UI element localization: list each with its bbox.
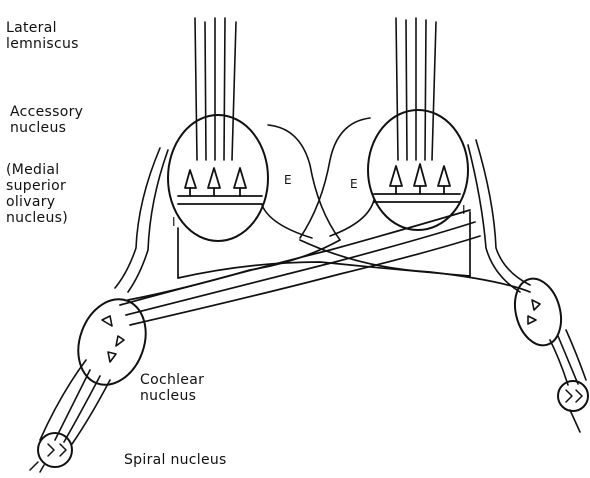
label-accessory-nucleus-line-2: nucleus xyxy=(10,120,83,136)
left-excitatory-marker: E xyxy=(284,173,292,187)
left-nucleus-envelope xyxy=(115,125,340,292)
right-excitatory-marker: E xyxy=(350,177,358,191)
right-spiral-nucleus xyxy=(558,381,588,411)
right-spiral-neurons xyxy=(566,390,582,402)
label-msol-line-4: nucleus) xyxy=(6,210,68,226)
left-nucleus-neurons xyxy=(178,168,262,204)
left-accessory-nucleus xyxy=(168,115,268,241)
right-nucleus-envelope xyxy=(300,118,530,292)
left-cochlear-neurons xyxy=(102,316,124,362)
label-lateral-lemniscus-line-2: lemniscus xyxy=(6,36,79,52)
label-lateral-lemniscus: Lateral lemniscus xyxy=(6,20,79,52)
label-spiral-nucleus: Spiral nucleus xyxy=(124,452,227,468)
left-spiral-nucleus xyxy=(38,433,72,467)
left-spiral-neurons xyxy=(30,444,66,472)
label-lateral-lemniscus-line-1: Lateral xyxy=(6,20,79,36)
label-cochlear-nucleus-line-2: nucleus xyxy=(140,388,204,404)
label-msol-line-3: olivary xyxy=(6,194,68,210)
left-auditory-nerve xyxy=(40,360,110,444)
label-accessory-nucleus-line-1: Accessory xyxy=(10,104,83,120)
label-msol-line-2: superior xyxy=(6,178,68,194)
right-cochlear-neurons xyxy=(528,300,540,324)
left-inhibitory-marker: I xyxy=(172,215,176,229)
right-inhibitory-marker: I xyxy=(462,203,466,217)
right-nucleus-neurons xyxy=(374,164,460,202)
crossing-fibers xyxy=(120,210,530,325)
label-accessory-nucleus: Accessory nucleus xyxy=(10,104,83,136)
label-cochlear-nucleus-line-1: Cochlear xyxy=(140,372,204,388)
left-lemniscus-fibers xyxy=(195,18,236,160)
label-msol-line-1: (Medial xyxy=(6,162,68,178)
label-cochlear-nucleus: Cochlear nucleus xyxy=(140,372,204,404)
right-lemniscus-fibers xyxy=(396,18,436,160)
label-medial-superior-olivary: (Medial superior olivary nucleus) xyxy=(6,162,68,226)
